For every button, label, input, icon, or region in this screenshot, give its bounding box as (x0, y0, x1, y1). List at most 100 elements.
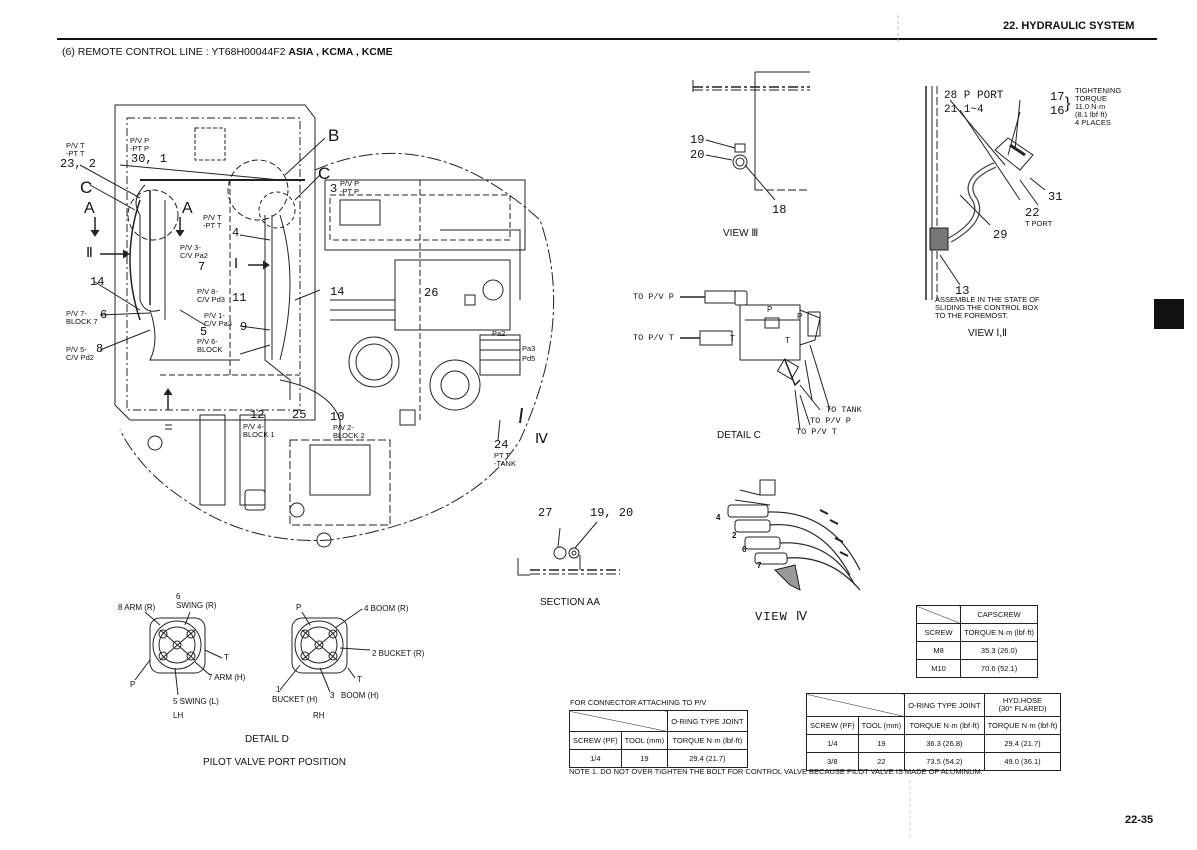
oring-header: TORQUE N·m (lbf·ft) (983, 716, 1062, 735)
detail-c-drawing (680, 290, 831, 431)
detail-c-caption: DETAIL C (717, 430, 761, 441)
detail-d-swing-r-num: 6 (176, 592, 181, 601)
detail-d-boom-h-num: 3 (330, 691, 335, 700)
label-pd5: Pd5 (522, 354, 536, 363)
detail-d-boom-h: BOOM (H) (341, 691, 379, 700)
detail-d-rh-t: T (357, 675, 362, 684)
detail-d-lh-p: P (130, 680, 136, 689)
view12-t-port: T PORT (1025, 219, 1053, 228)
detail-d-arm-h: 7 ARM (H) (208, 673, 246, 682)
section-tab-marker (1154, 299, 1184, 329)
callout-a-left: A (84, 200, 95, 217)
label-pv3: P/V 3- C/V Pa2 (180, 243, 208, 260)
view12-caption: VIEW Ⅰ,Ⅱ (968, 328, 1007, 339)
connector-cell: 19 (620, 749, 669, 768)
view4-callout-7: 7 (757, 561, 762, 570)
view3-caption: VIEW Ⅲ (723, 228, 759, 239)
section-aa-callout-27: 27 (538, 506, 553, 520)
callout-11: 11 (232, 291, 247, 305)
capscrew-cell: 35.3 (26.0) (960, 641, 1038, 660)
label-pa3: Pa3 (522, 344, 536, 353)
callout-6: 6 (100, 308, 108, 322)
label-pv8: P/V 8- C/V Pd3 (197, 287, 225, 304)
callout-12: 12 (250, 408, 265, 422)
connector-header: TOOL (mm) (620, 731, 669, 750)
page-subtitle: (6) REMOTE CONTROL LINE : YT68H00044F2 A… (62, 46, 393, 58)
detail-d-swing-r: SWING (R) (176, 601, 217, 610)
view12-callout-22: 22 (1025, 206, 1040, 220)
callout-7: 7 (198, 260, 206, 274)
label-pv4: P/V 4- BLOCK 1 (243, 422, 275, 439)
connector-group-header: O-RING TYPE JOINT (667, 710, 748, 732)
view4-callout-2: 2 (732, 531, 737, 540)
label-pvp-ptp-2: P/V P -PT P (340, 179, 360, 196)
detail-d-rh-label: RH (313, 711, 325, 720)
connector-table: O-RING TYPE JOINT SCREW (PF)TOOL (mm)TOR… (568, 710, 748, 768)
detail-d-bucket-h-num: 1 (276, 685, 281, 694)
view3-callout-18: 18 (772, 203, 787, 217)
view12-callout-17: 17 (1050, 90, 1065, 104)
label-pa2: Pa2 (492, 329, 506, 338)
view12-p-port: 28 P PORT (944, 90, 1004, 102)
capscrew-corner-cell (915, 605, 962, 624)
capscrew-col-header: CAPSCREW (960, 605, 1038, 624)
view12-callout-13: 13 (955, 284, 970, 298)
oring-cell: 73.5 (54.2) (904, 752, 985, 771)
callout-26: 26 (424, 286, 439, 300)
callout-a-right: A (182, 200, 193, 217)
oring-cell: 49.0 (36.1) (983, 752, 1062, 771)
header-rule (57, 38, 1157, 40)
oring-table: O-RING TYPE JOINT HYD.HOSE (30° FLARED) … (805, 693, 1062, 771)
label-pv2: P/V 2- BLOCK 2 (333, 423, 365, 440)
detail-d-drawing (134, 608, 371, 696)
view12-range: 21 1~4 (944, 104, 984, 116)
oring-cell: 36.3 (26.8) (904, 734, 985, 753)
capscrew-cell: 70.6 (52.1) (960, 659, 1038, 678)
oring-group2-header: HYD.HOSE (30° FLARED) (983, 693, 1062, 717)
detail-c-t1: T (730, 334, 735, 343)
callout-c-left: C (80, 178, 93, 197)
view12-callout-16: 16 (1050, 104, 1065, 118)
callout-9: 9 (240, 320, 248, 334)
detail-d-subcaption: PILOT VALVE PORT POSITION (203, 757, 347, 768)
callout-23-2: 23, 2 (60, 157, 97, 171)
view12-drawing (925, 86, 1046, 300)
callout-3: 3 (330, 182, 338, 196)
view12-tightening: TIGHTENING TORQUE 11.0 N·m (8.1 lbf·ft) … (1075, 86, 1122, 127)
detail-c-t2: T (785, 336, 790, 345)
view4-drawing (727, 479, 861, 591)
detail-d-bucket-h: BUCKET (H) (272, 695, 318, 704)
connector-cell: 29.4 (21.7) (667, 749, 748, 768)
detail-c-to-pv-t2: TO P/V T (796, 427, 837, 437)
view12-callout-29: 29 (993, 228, 1008, 242)
section-header: 22. HYDRAULIC SYSTEM (1003, 20, 1135, 32)
connector-table-title: FOR CONNECTOR ATTACHING TO P/V (570, 698, 707, 707)
oring-cell: 29.4 (21.7) (983, 734, 1062, 753)
subtitle-prefix: (6) REMOTE CONTROL LINE : YT68H00044F2 (62, 46, 286, 58)
capscrew-cell: M8 (915, 641, 962, 660)
connector-corner-cell (568, 710, 669, 732)
section-aa-drawing (517, 521, 620, 576)
label-pv1: P/V 1- C/V Pa3 (204, 311, 232, 328)
page-number: 22-35 (1125, 814, 1154, 826)
view3-callout-19: 19 (690, 133, 705, 147)
callout-c-right: C (318, 164, 331, 183)
label-pv7: P/V 7- BLOCK 7 (66, 309, 98, 326)
capscrew-cell: M10 (915, 659, 962, 678)
oring-cell: 1/4 (806, 734, 859, 753)
callout-b: B (328, 126, 340, 145)
detail-c-to-tank: TO TANK (826, 405, 862, 415)
view4-callout-4: 4 (716, 513, 721, 522)
detail-d-lh-t: T (224, 653, 229, 662)
oring-header: TOOL (mm) (857, 716, 906, 735)
view12-assemble-note: ASSEMBLE IN THE STATE OF SLIDING THE CON… (935, 295, 1040, 320)
callout-14-left: 14 (90, 275, 105, 289)
detail-c-to-pv-t: TO P/V T (633, 333, 674, 343)
connector-cell: 1/4 (569, 749, 622, 768)
view12-callout-31: 31 (1048, 190, 1063, 204)
subtitle-regions: ASIA , KCMA , KCME (288, 46, 393, 58)
detail-d-arm-r: 8 ARM (R) (118, 603, 156, 612)
note-text: NOTE 1. DO NOT OVER TIGHTEN THE BOLT FOR… (569, 767, 983, 776)
view4-caption: VIEW Ⅳ (755, 610, 809, 624)
